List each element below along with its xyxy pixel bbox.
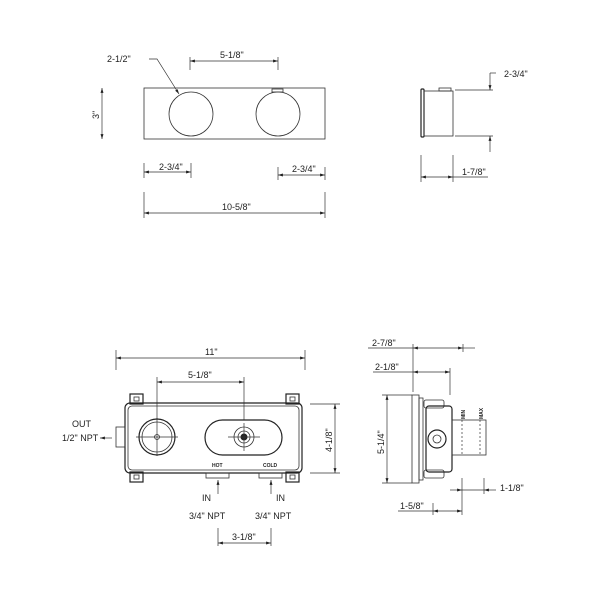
label-extension: 1-1/8" — [500, 483, 524, 493]
valve-front-view: 11" 5-1/8" OUT 1/2" NPT HOT COLD IN IN 3… — [62, 347, 340, 546]
valve-body-side — [425, 405, 453, 473]
label-in-left: IN — [202, 493, 211, 503]
label-min: MIN — [461, 409, 467, 419]
right-handle — [255, 91, 301, 137]
trim-plate-side-view: 2-3/4" 1-7/8" — [420, 69, 528, 182]
mixing-cartridge-recess — [204, 419, 283, 456]
label-in-right-size: 3/4" NPT — [255, 511, 292, 521]
left-handle — [168, 91, 214, 137]
label-center-spacing: 5-1/8" — [220, 50, 244, 60]
outlet-port — [115, 426, 126, 448]
label-max: MAX — [479, 407, 485, 419]
label-hot: HOT — [212, 463, 223, 469]
trim-plate-front-view: 5-1/8" 2-1/2" 3" 2-3/4" 2-3/4" 10-5/8" — [91, 50, 326, 218]
label-valve-height: 4-1/8" — [324, 428, 334, 452]
label-right-offset: 2-3/4" — [292, 164, 316, 174]
label-out: OUT — [72, 419, 92, 429]
label-side-valve-height: 5-1/4" — [376, 430, 386, 454]
cold-inlet — [258, 472, 283, 479]
label-depth-body: 2-1/8" — [375, 362, 399, 372]
label-in-left-size: 3/4" NPT — [189, 511, 226, 521]
label-side-height: 2-3/4" — [504, 69, 528, 79]
label-left-offset: 2-3/4" — [159, 162, 183, 172]
hot-inlet — [205, 472, 230, 479]
label-valve-width: 11" — [205, 347, 218, 357]
label-depth-total: 2-7/8" — [372, 338, 396, 348]
label-height: 3" — [91, 111, 101, 119]
valve-side-view: 2-7/8" 2-1/8" MIN MAX 5-1/4" 1-1/8" 1-5/… — [368, 338, 524, 515]
label-inlet-spacing: 3-1/8" — [232, 532, 256, 542]
label-diameter: 2-1/2" — [107, 54, 131, 64]
label-cold: COLD — [263, 463, 278, 469]
trim-plate — [143, 87, 326, 140]
label-valve-spacing: 5-1/8" — [188, 370, 212, 380]
handle-indicator — [271, 88, 284, 93]
label-in-right: IN — [276, 493, 285, 503]
label-width: 10-5/8" — [222, 202, 251, 212]
label-side-depth: 1-7/8" — [462, 167, 486, 177]
cartridge-extension — [451, 419, 487, 456]
label-out-size: 1/2" NPT — [62, 433, 99, 443]
diameter-leader — [149, 58, 180, 95]
label-offset: 1-5/8" — [400, 501, 424, 511]
